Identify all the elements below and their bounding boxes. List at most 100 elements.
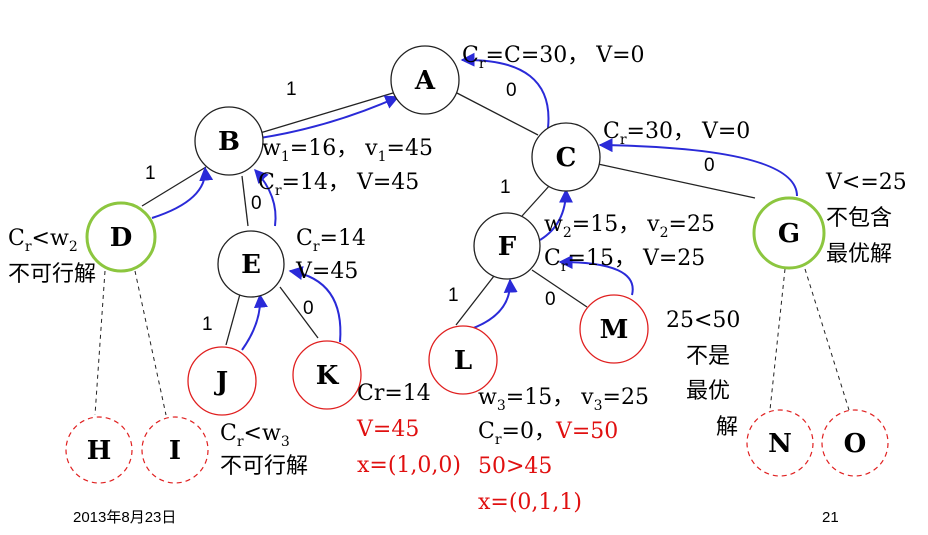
annotation-f-weights: w2=15， v2=25 bbox=[544, 212, 715, 241]
edge-label-ej: 1 bbox=[202, 314, 213, 335]
arrow-g-to-c bbox=[598, 138, 798, 197]
edge-e-k bbox=[279, 286, 319, 339]
node-i: I bbox=[141, 416, 209, 484]
arrow-d-to-b bbox=[151, 166, 214, 219]
edge-label-fm: 0 bbox=[545, 289, 556, 310]
node-h: H bbox=[65, 416, 133, 484]
tree-edges bbox=[141, 91, 756, 346]
node-g-label: G bbox=[778, 219, 800, 249]
annotation-b-weights: w1=16， v1=45 bbox=[262, 136, 433, 165]
annotation-j-condition: Cr<w3 bbox=[220, 421, 290, 450]
node-o-label: O bbox=[844, 429, 867, 459]
annotation-e-value: V=45 bbox=[295, 259, 358, 284]
edge-f-m bbox=[531, 269, 588, 308]
edge-label-ek: 0 bbox=[303, 298, 314, 319]
page-number: 21 bbox=[822, 509, 839, 526]
edge-label-ac: 0 bbox=[506, 80, 517, 101]
node-h-label: H bbox=[87, 436, 112, 466]
node-j-label: J bbox=[214, 367, 228, 397]
annotation-g-line3: 最优解 bbox=[826, 242, 892, 267]
edge-label-fl: 1 bbox=[448, 285, 459, 306]
node-g: G bbox=[752, 196, 826, 270]
edge-d-h bbox=[94, 270, 106, 416]
edge-label-bd: 1 bbox=[145, 163, 156, 184]
node-m: M bbox=[579, 294, 649, 364]
annotation-l-compare: 50>45 bbox=[478, 454, 552, 479]
node-n: N bbox=[746, 409, 814, 477]
annotation-l-capacity: Cr=0，V=50 bbox=[478, 419, 618, 448]
node-k-label: K bbox=[316, 361, 340, 391]
arrow-e-to-b bbox=[254, 168, 277, 227]
annotation-m-line3: 最优 bbox=[686, 379, 730, 404]
node-a: A bbox=[390, 45, 460, 115]
node-k: K bbox=[292, 340, 362, 410]
arrow-c-to-a bbox=[460, 52, 550, 129]
node-e: E bbox=[217, 230, 285, 298]
edge-b-e bbox=[241, 175, 249, 227]
annotation-a: Cr=C=30， V=0 bbox=[462, 43, 645, 72]
node-d-label: D bbox=[110, 223, 133, 253]
annotations: Cr=C=30， V=0 w1=16， v1=45 Cr=14， V=45 Cr… bbox=[8, 43, 907, 515]
edge-label-cg: 0 bbox=[704, 155, 715, 176]
annotation-d-condition: Cr<w2 bbox=[8, 226, 78, 255]
edge-b-d bbox=[141, 166, 207, 207]
edge-a-b bbox=[259, 92, 394, 134]
node-f-label: F bbox=[498, 232, 517, 262]
edge-labels: 1 0 1 0 1 0 1 0 1 0 bbox=[145, 79, 715, 335]
annotation-m-line4: 解 bbox=[716, 415, 738, 440]
annotation-j-infeasible: 不可行解 bbox=[220, 454, 308, 479]
edge-e-j bbox=[225, 293, 241, 346]
edge-label-cf: 1 bbox=[500, 177, 511, 198]
backtrack-arrows bbox=[151, 52, 798, 351]
annotation-m-line2: 不是 bbox=[686, 344, 730, 369]
edge-c-f bbox=[521, 184, 551, 217]
edge-f-l bbox=[455, 275, 495, 326]
node-e-label: E bbox=[241, 250, 261, 280]
edge-label-ab: 1 bbox=[286, 79, 297, 100]
arrow-j-to-e bbox=[241, 293, 268, 351]
edge-d-i bbox=[134, 270, 167, 416]
node-n-label: N bbox=[768, 429, 792, 459]
edge-label-be: 0 bbox=[251, 193, 262, 214]
annotation-l-solution: x=(0,1,1) bbox=[478, 490, 582, 515]
annotation-k-value: V=45 bbox=[356, 417, 419, 442]
arrow-k-to-e bbox=[288, 266, 342, 343]
node-b: B bbox=[194, 106, 264, 176]
annotation-f-capacity: Cr=15， V=25 bbox=[544, 246, 705, 275]
arrow-f-to-c bbox=[539, 188, 573, 241]
arrow-m-to-f bbox=[558, 255, 634, 296]
edge-c-g bbox=[597, 163, 756, 199]
annotation-m-compare: 25<50 bbox=[666, 308, 740, 333]
node-a-label: A bbox=[414, 66, 436, 96]
node-i-label: I bbox=[169, 436, 181, 466]
edge-g-n bbox=[769, 268, 786, 411]
node-c: C bbox=[531, 122, 601, 192]
node-o: O bbox=[821, 409, 889, 477]
annotation-l-weights: w3=15， v3=25 bbox=[478, 385, 649, 414]
node-b-label: B bbox=[218, 127, 240, 157]
annotation-g-bound: V<=25 bbox=[825, 170, 907, 195]
annotation-g-line2: 不包含 bbox=[826, 206, 892, 231]
arrow-l-to-f bbox=[467, 278, 518, 331]
node-d: D bbox=[85, 201, 157, 273]
node-l: L bbox=[428, 325, 498, 395]
annotation-c: Cr=30， V=0 bbox=[603, 119, 750, 148]
annotation-e-capacity: Cr=14 bbox=[296, 226, 366, 255]
node-l-label: L bbox=[454, 346, 472, 376]
tree-nodes: A B C D E F G J bbox=[65, 45, 889, 484]
node-c-label: C bbox=[556, 143, 577, 173]
annotation-k-solution: x=(1,0,0) bbox=[357, 453, 461, 478]
pruned-edges bbox=[94, 268, 850, 416]
arrow-b-to-a bbox=[259, 95, 400, 139]
edge-a-c bbox=[454, 91, 539, 136]
annotation-k-capacity: Cr=14 bbox=[357, 381, 431, 406]
node-f: F bbox=[473, 212, 541, 280]
annotation-b-capacity: Cr=14， V=45 bbox=[258, 170, 419, 199]
node-m-label: M bbox=[600, 315, 629, 345]
annotation-d-infeasible: 不可行解 bbox=[8, 262, 96, 287]
edge-g-o bbox=[804, 268, 850, 411]
footer-date: 2013年8月23日 bbox=[73, 509, 176, 526]
node-j: J bbox=[187, 346, 257, 416]
